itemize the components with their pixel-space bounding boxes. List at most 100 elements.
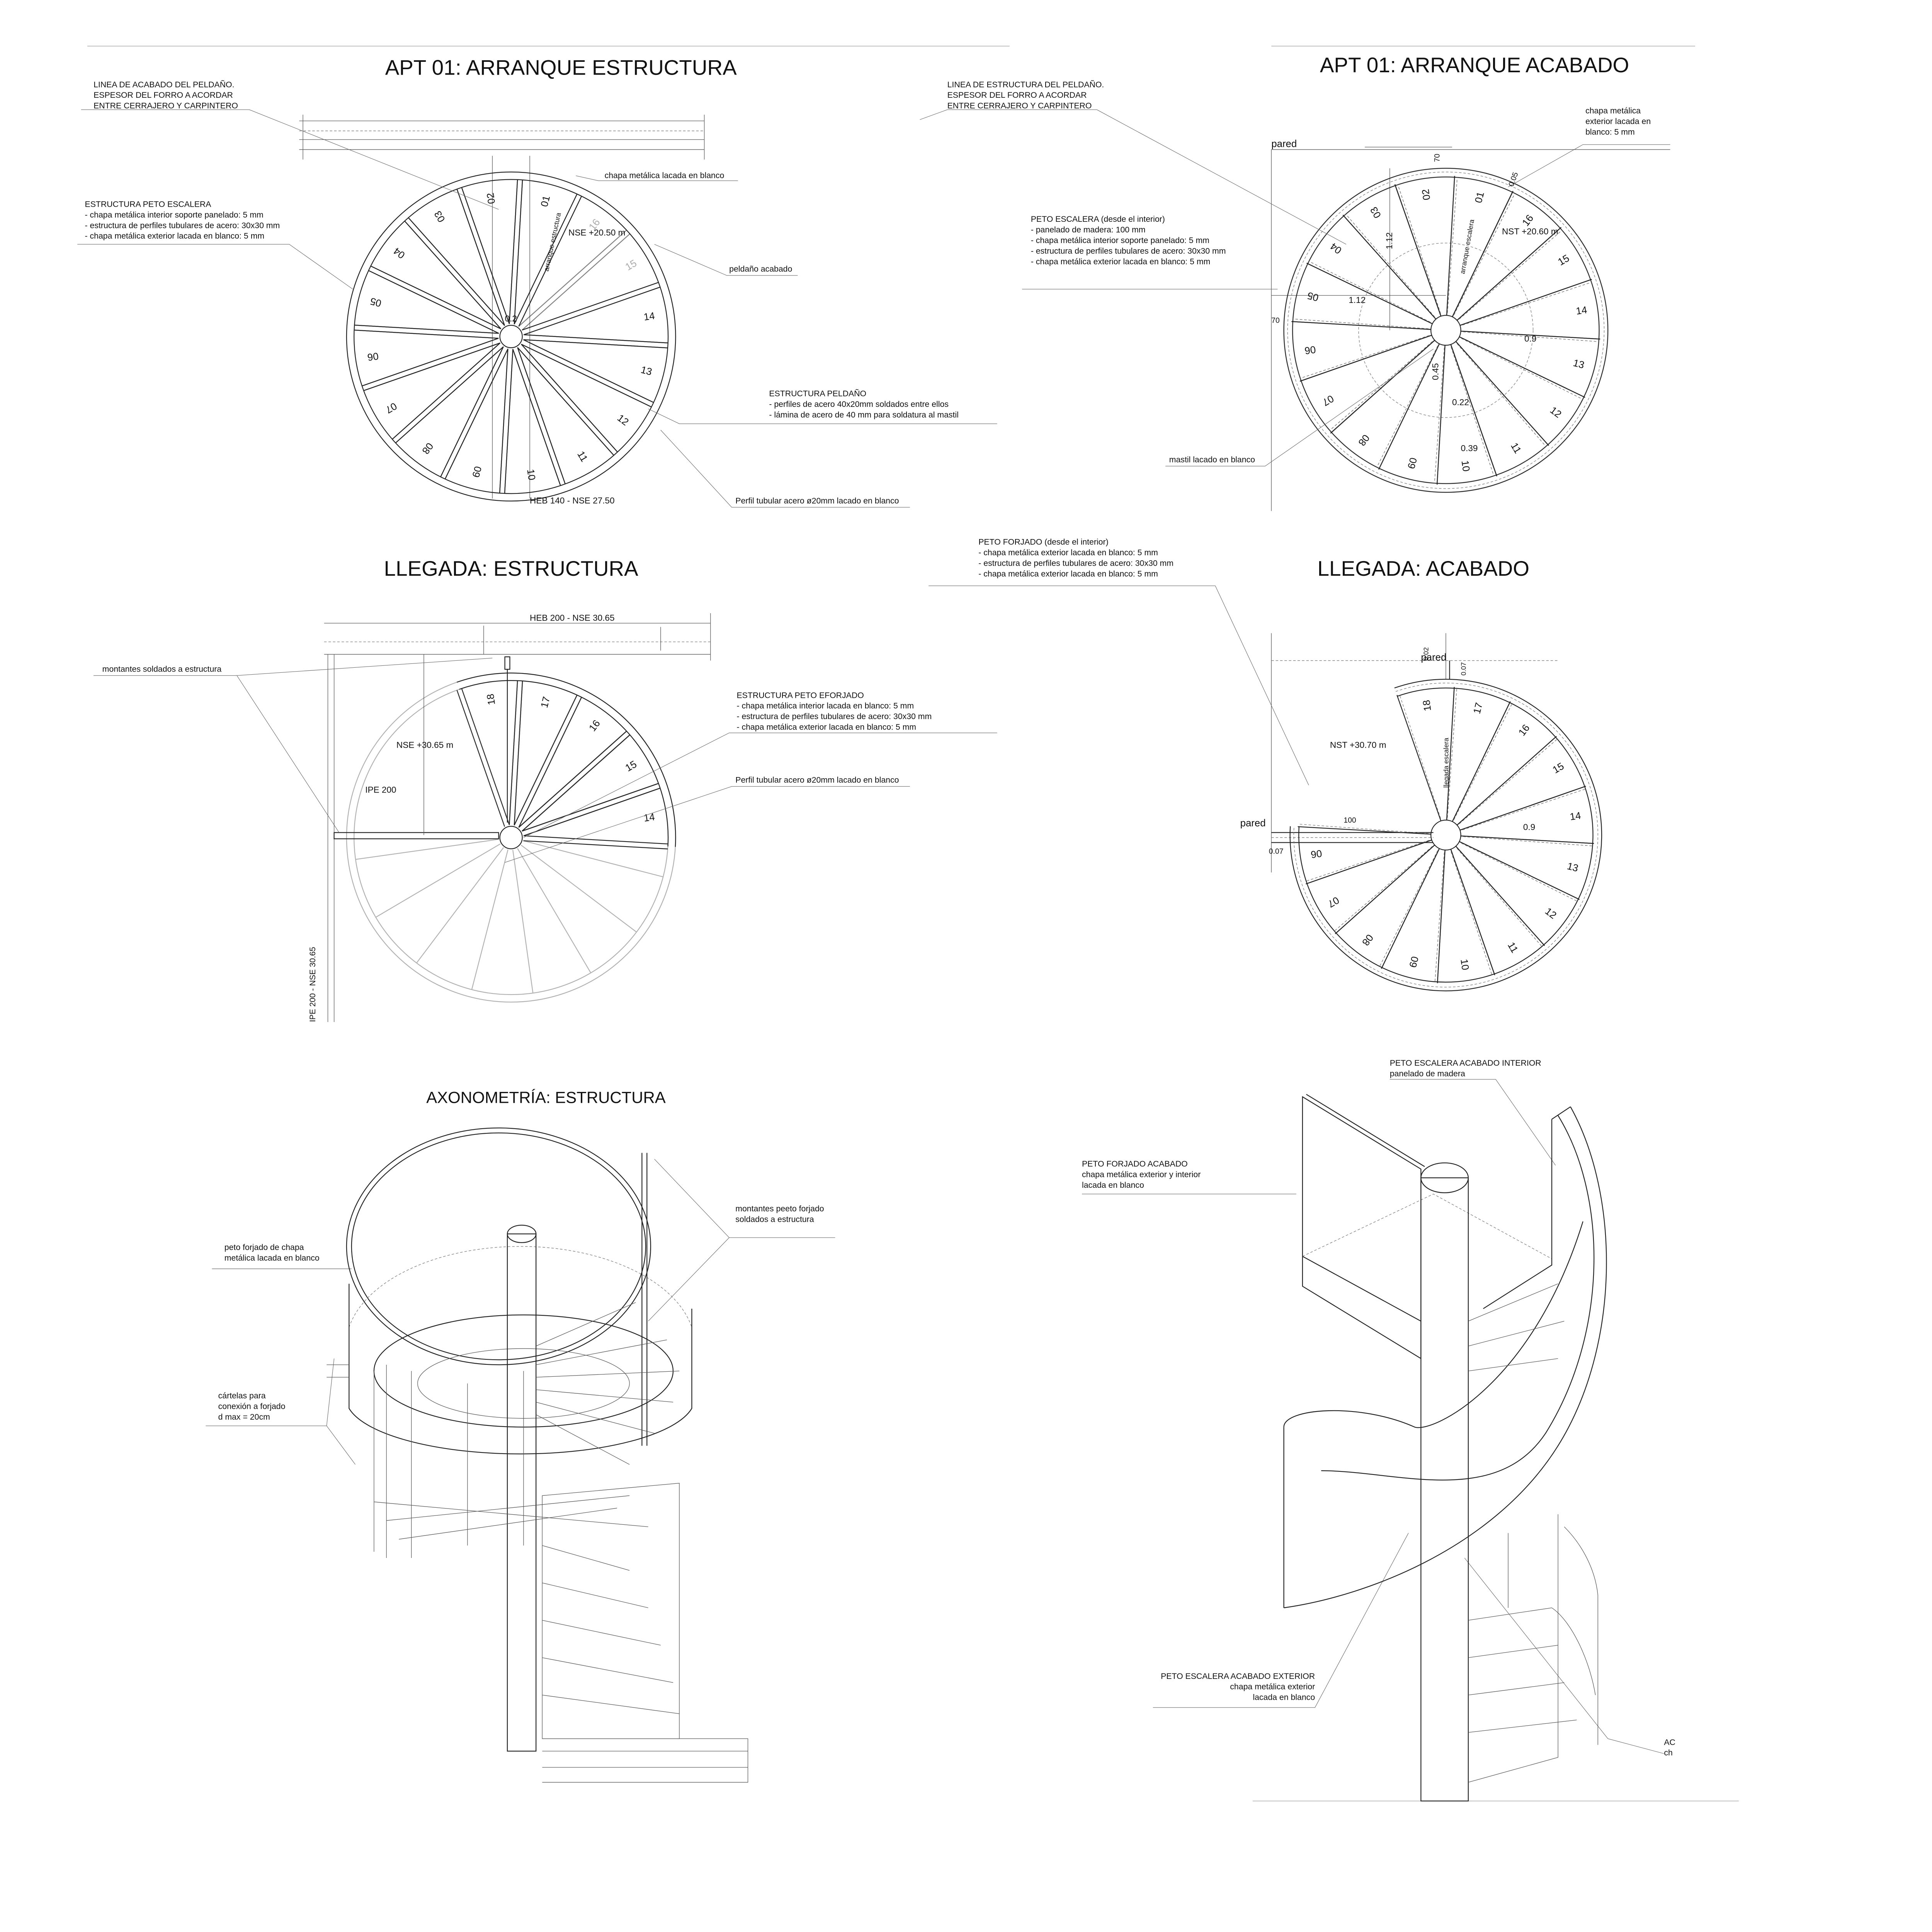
label-a2-pared: pared [1271, 139, 1297, 150]
note-line: chapa metálica exterior [1230, 1682, 1315, 1691]
step-edge [509, 179, 518, 324]
step-edge [363, 342, 500, 391]
step-number-label: 14 [643, 811, 655, 824]
title-axonometria-estructura: AXONOMETRÍA: ESTRUCTURA [426, 1088, 666, 1107]
step-edge [1306, 839, 1432, 884]
note-line: panelado de madera [1390, 1069, 1465, 1078]
step-edge [444, 349, 509, 480]
step-edge [523, 339, 668, 349]
axonometry-structure-drawing [327, 1128, 748, 1783]
label-l2-d002: 0.02 [1422, 647, 1430, 661]
step-edge [518, 731, 627, 828]
leader-line [1153, 1533, 1409, 1708]
step-edge [524, 334, 668, 344]
label-l2-d09: 0.9 [1523, 822, 1535, 832]
note-line: - chapa metálica exterior lacada en blan… [978, 569, 1158, 578]
step-edge [1446, 687, 1455, 820]
step-edge [1330, 340, 1435, 434]
note-line: - estructura de perfiles tubulares de ac… [1031, 246, 1226, 255]
note-line: ch [1664, 1748, 1672, 1757]
label-a2-d022: 0.22 [1452, 397, 1469, 407]
step-number-label: 18 [1421, 699, 1434, 712]
central-mast [499, 826, 523, 849]
note-line: - chapa metálica exterior lacada en blan… [736, 723, 916, 732]
leader-line [523, 733, 997, 838]
construction-drawing-sheet: APT 01: ARRANQUE ESTRUCTURA APT 01: ARRA… [77, 46, 1739, 1802]
step-edge [456, 690, 505, 827]
note-line: - lámina de acero de 40 mm para soldatur… [769, 410, 959, 420]
step-edge [514, 681, 523, 825]
step-edge [523, 787, 660, 837]
step-edge [1437, 345, 1446, 485]
step-number-label: 05 [1306, 290, 1320, 303]
step-edge [514, 695, 578, 826]
note-l2-peto: PETO FORJADO (desde el interior) - chapa … [929, 537, 1309, 786]
label-l2-pared-t: pared [1421, 652, 1446, 663]
step-edge [518, 230, 627, 327]
central-mast [499, 325, 523, 349]
step-number-label: 06 [367, 350, 379, 362]
note-line: Perfil tubular acero ø20mm lacado en bla… [735, 496, 899, 505]
step-edge [392, 342, 501, 440]
step-number-label: 14 [643, 311, 655, 323]
step-edge [354, 325, 499, 334]
note-line: PETO FORJADO (desde el interior) [978, 537, 1108, 547]
note-line: PETO ESCALERA ACABADO EXTERIOR [1161, 1672, 1315, 1681]
note-line: PETO FORJADO ACABADO [1082, 1159, 1188, 1168]
leader-line [648, 408, 997, 424]
note-line: lacada en blanco [1082, 1180, 1144, 1190]
step-number-label: 05 [369, 295, 383, 308]
step-edge [523, 339, 654, 403]
note-a1-peldano: peldaño acabado [654, 244, 798, 276]
step-edge [523, 286, 660, 335]
label-l1-nse: NSE +30.65 m [396, 740, 453, 750]
label-a2-d70l: 70 [1271, 316, 1280, 325]
step-number-label: 10 [1458, 958, 1471, 971]
label-a2-d045: 0.45 [1430, 363, 1440, 380]
note-line: ENTRE CERRAJERO Y CARPINTERO [94, 101, 238, 111]
leader-line [1508, 144, 1670, 187]
step-edge [1452, 191, 1514, 317]
step-edge [517, 347, 566, 484]
step-number-label: 02 [485, 192, 497, 204]
note-line: - chapa metálica interior soporte panela… [85, 210, 264, 219]
note-line: - chapa metálica interior soporte panela… [1031, 236, 1209, 245]
note-line: AC [1664, 1738, 1675, 1747]
finished-mast [1420, 1177, 1469, 1802]
note-line: chapa metálica [1585, 106, 1641, 116]
outer-parapet-ring [1289, 679, 1602, 992]
outer-parapet-ring [1283, 168, 1609, 493]
label-a2-nst: NST +20.60 m [1502, 226, 1558, 236]
step-edge [368, 270, 499, 334]
note-line: PETO ESCALERA ACABADO INTERIOR [1390, 1058, 1541, 1068]
label-a2-d70t: 70 [1433, 154, 1442, 162]
note-l1-montantes: montantes soldados a estructura [94, 658, 493, 833]
upper-slab-ring [346, 1128, 651, 1366]
step-number-label: 09 [1407, 955, 1420, 969]
step-edge [362, 338, 499, 386]
step-number-label: 02 [1420, 188, 1432, 201]
central-mast [1430, 820, 1461, 850]
step-edge [522, 734, 630, 832]
beam-heb200-lines [324, 613, 711, 1022]
step-edge [1342, 214, 1436, 320]
central-mast [507, 1233, 537, 1752]
step-edge [408, 217, 505, 326]
beam-heb140-lines [299, 114, 705, 499]
step-edge [518, 196, 582, 327]
central-mast [1430, 315, 1461, 346]
label-a2-d09: 0.9 [1524, 334, 1536, 344]
note-line: metálica lacada en blanco [224, 1253, 320, 1263]
title-arranque-acabado: APT 01: ARRANQUE ACABADO [1320, 53, 1629, 77]
leader-line [1389, 1079, 1556, 1166]
leader-line [929, 585, 1309, 786]
label-l2-llegada: llegada escalera [1442, 738, 1450, 787]
step-edge [1456, 736, 1557, 826]
step-edge [370, 265, 501, 330]
spiral-parapet-band [1284, 1106, 1607, 1609]
note-line: - chapa metálica interior lacada en blan… [736, 701, 914, 711]
leader-line [654, 1159, 730, 1238]
